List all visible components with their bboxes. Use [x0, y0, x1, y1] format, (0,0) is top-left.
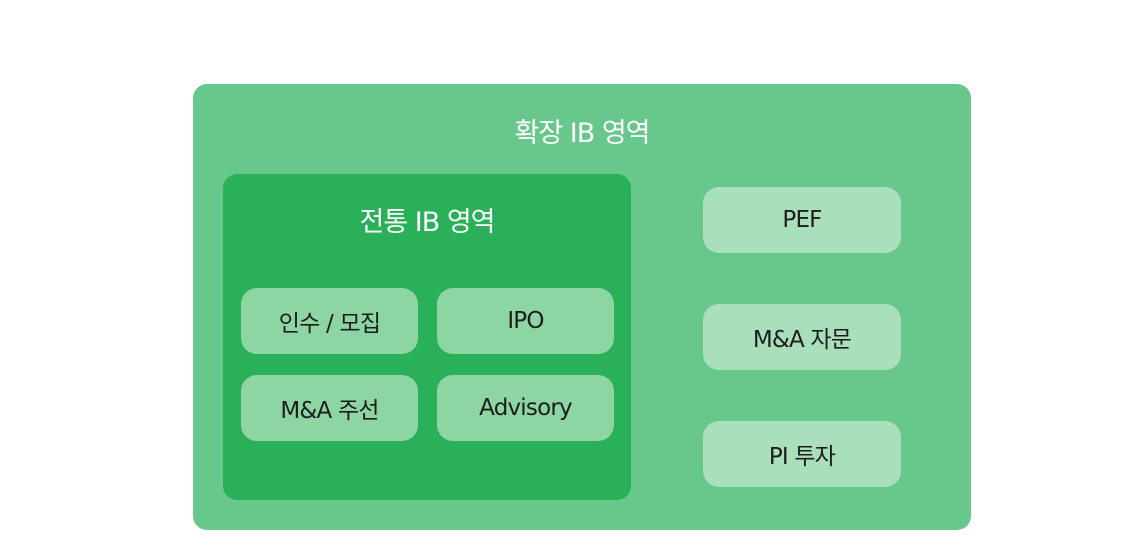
traditional-ib-area-box: 전통 IB 영역 인수 / 모집 IPO M&A 주선 Advisory: [223, 174, 631, 500]
pi-investment-node: PI 투자: [703, 421, 901, 487]
ipo-node: IPO: [437, 288, 614, 354]
extended-ib-area-title: 확장 IB 영역: [514, 118, 650, 149]
traditional-ib-area-title: 전통 IB 영역: [359, 207, 495, 238]
ma-advisory-node: M&A 자문: [703, 304, 901, 370]
extended-ib-area-box: 확장 IB 영역 전통 IB 영역 인수 / 모집 IPO M&A 주선 Adv…: [193, 84, 971, 530]
pef-node: PEF: [703, 187, 901, 253]
ma-arrangement-node: M&A 주선: [241, 375, 418, 441]
advisory-node: Advisory: [437, 375, 614, 441]
underwriting-node: 인수 / 모집: [241, 288, 418, 354]
